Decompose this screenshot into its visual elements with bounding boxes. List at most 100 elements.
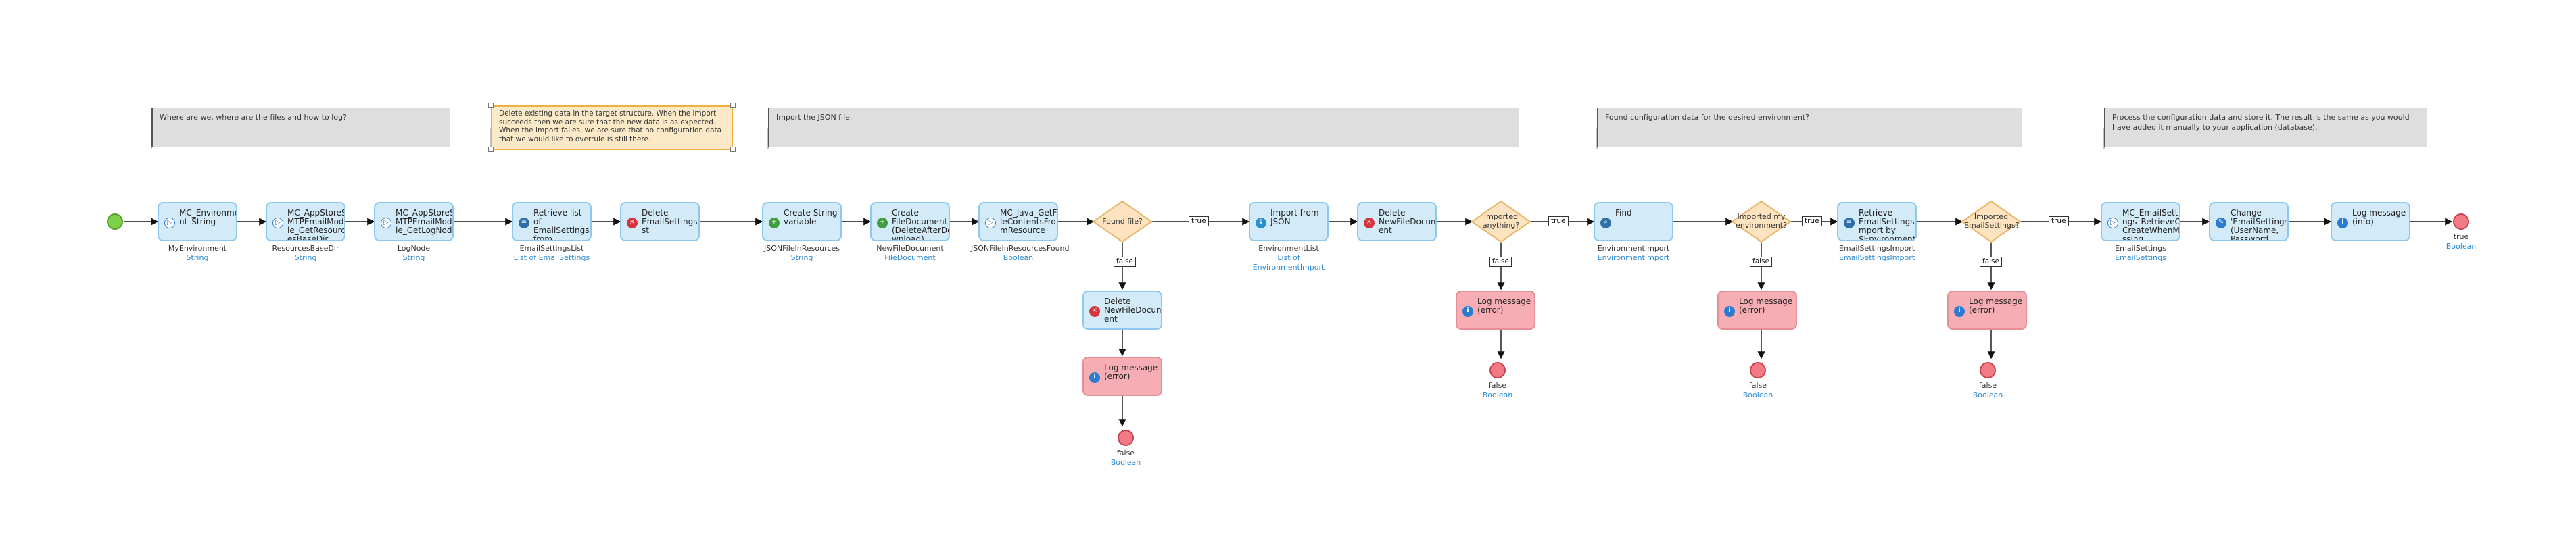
create-object-icon: + bbox=[877, 218, 888, 228]
activity-get-log-node[interactable]: ▷ MC_AppStoreS MTPEmailModu le_GetLogNod… bbox=[374, 202, 454, 241]
resize-handle[interactable] bbox=[730, 147, 736, 152]
variable-type: String bbox=[186, 253, 209, 262]
variable-name: LogNode bbox=[397, 244, 431, 253]
activity-label: Log message (info) bbox=[2352, 208, 2406, 226]
activity-find[interactable]: ⌕ Find bbox=[1594, 202, 1673, 241]
flow-label-true[interactable]: true bbox=[1802, 216, 1822, 226]
activity-log-message-error[interactable]: i Log message (error) bbox=[1082, 357, 1162, 396]
change-object-icon: ✎ bbox=[2216, 218, 2226, 228]
decision-label: Imported EmailSettings? bbox=[1964, 212, 2020, 230]
variable-name: EmailSettings bbox=[2115, 244, 2166, 253]
end-event-label: false Boolean bbox=[1078, 449, 1173, 468]
start-event[interactable] bbox=[107, 213, 123, 230]
end-event-label: false Boolean bbox=[1450, 381, 1545, 400]
activity-get-file-contents[interactable]: ▷ MC_Java_GetFi leContentsFro mResource bbox=[978, 202, 1058, 241]
variable-name: NewFileDocument bbox=[876, 244, 944, 253]
output-variable: EnvironmentImport EnvironmentImport bbox=[1586, 244, 1681, 263]
variable-name: EnvironmentList bbox=[1258, 244, 1319, 253]
end-event-false[interactable] bbox=[1489, 362, 1506, 378]
activity-delete-emailsettings-list[interactable]: × Delete EmailSettingsLi st bbox=[620, 202, 700, 241]
activity-label: Log message (error) bbox=[1969, 297, 2023, 315]
annotation-selected[interactable]: Delete existing data in the target struc… bbox=[491, 105, 733, 150]
delete-icon: × bbox=[1089, 306, 1100, 317]
annotation[interactable]: Found configuration data for the desired… bbox=[1597, 108, 2022, 147]
return-value: false bbox=[1116, 449, 1135, 457]
activity-retrieve-emailsettingsimport[interactable]: ≡ Retrieve EmailSettingsI mport by $Envi… bbox=[1837, 202, 1917, 241]
end-event-false[interactable] bbox=[1980, 362, 1996, 378]
log-icon: i bbox=[1462, 306, 1473, 317]
activity-create-string-variable[interactable]: + Create String variable bbox=[762, 202, 842, 241]
end-event-true[interactable] bbox=[2453, 213, 2469, 230]
variable-type: EmailSettings bbox=[2115, 253, 2166, 262]
activity-log-message-error[interactable]: i Log message (error) bbox=[1717, 291, 1797, 330]
flow-label-false[interactable]: false bbox=[1980, 257, 2002, 267]
activity-label: Delete EmailSettingsLi st bbox=[642, 208, 700, 235]
decision-found-file[interactable] bbox=[1092, 200, 1153, 243]
flow-label-false[interactable]: false bbox=[1750, 257, 1772, 267]
output-variable: MyEnvironment String bbox=[150, 244, 245, 263]
variable-name: EnvironmentImport bbox=[1597, 244, 1670, 253]
microflow-call-icon: ▷ bbox=[381, 218, 391, 228]
log-icon: i bbox=[2337, 218, 2348, 228]
activity-log-message-error[interactable]: i Log message (error) bbox=[1456, 291, 1535, 330]
log-icon: i bbox=[1089, 372, 1100, 383]
annotation[interactable]: Where are we, where are the files and ho… bbox=[151, 108, 450, 147]
activity-get-resources-base-dir[interactable]: ▷ MC_AppStoreS MTPEmailModu le_GetResour… bbox=[266, 202, 345, 241]
variable-type: String bbox=[294, 253, 317, 262]
activity-label: MC_AppStoreS MTPEmailModu le_GetResourc … bbox=[287, 208, 345, 241]
activity-create-filedocument[interactable]: + Create FileDocument (DeleteAfterDo wnl… bbox=[870, 202, 950, 241]
database-retrieve-icon: ≡ bbox=[519, 218, 529, 228]
decision-label: Imported anything? bbox=[1482, 212, 1520, 230]
activity-import-from-json[interactable]: ↓ Import from JSON bbox=[1249, 202, 1329, 241]
activity-mc-environment-string[interactable]: ▷ MC_Environme nt_String bbox=[158, 202, 237, 241]
decision-imported-emailsettings[interactable] bbox=[1961, 200, 2022, 243]
activity-log-message-info[interactable]: i Log message (info) bbox=[2331, 202, 2410, 241]
activity-label: MC_AppStoreS MTPEmailModu le_GetLogNode bbox=[396, 208, 454, 235]
end-event-false[interactable] bbox=[1118, 430, 1134, 446]
end-event-false[interactable] bbox=[1750, 362, 1766, 378]
flow-label-false[interactable]: false bbox=[1114, 257, 1136, 267]
output-variable: LogNode String bbox=[366, 244, 461, 263]
activity-change-emailsettings[interactable]: ✎ Change 'EmailSettings' (UserName, Pass… bbox=[2209, 202, 2289, 241]
activity-label: Log message (error) bbox=[1739, 297, 1793, 315]
flow-label-true[interactable]: true bbox=[1548, 216, 1569, 226]
return-type: Boolean bbox=[1482, 391, 1513, 399]
activity-delete-newfiledocument-branch[interactable]: × Delete NewFileDocum ent bbox=[1082, 291, 1162, 330]
resize-handle[interactable] bbox=[488, 147, 494, 152]
activity-log-message-error[interactable]: i Log message (error) bbox=[1947, 291, 2027, 330]
annotation[interactable]: Process the configuration data and store… bbox=[2104, 108, 2427, 147]
output-variable: EmailSettingsList List of EmailSettings bbox=[504, 244, 599, 263]
flow-label-false[interactable]: false bbox=[1489, 257, 1512, 267]
activity-delete-newfiledocument[interactable]: × Delete NewFileDocum ent bbox=[1357, 202, 1437, 241]
variable-type: List of EmailSettings bbox=[513, 253, 590, 262]
flow-label-true[interactable]: true bbox=[1189, 216, 1209, 226]
decision-imported-my-environment[interactable] bbox=[1731, 200, 1792, 243]
delete-icon: × bbox=[627, 218, 638, 228]
microflow-call-icon: ▷ bbox=[985, 218, 996, 228]
end-event-label: false Boolean bbox=[1940, 381, 2035, 400]
variable-name: EmailSettingsList bbox=[519, 244, 584, 253]
output-variable: NewFileDocument FileDocument bbox=[863, 244, 957, 263]
flow-label-true[interactable]: true bbox=[2049, 216, 2069, 226]
activity-retrieve-or-create-emailsettings[interactable]: ▷ MC_EmailSett ngs_RetrieveOr CreateWhen… bbox=[2101, 202, 2180, 241]
find-icon: ⌕ bbox=[1600, 218, 1611, 228]
decision-label: Imported my environment? bbox=[1736, 212, 1787, 230]
resize-handle[interactable] bbox=[488, 103, 494, 108]
annotation-text: Where are we, where are the files and ho… bbox=[160, 113, 347, 122]
activity-label: Log message (error) bbox=[1477, 297, 1531, 315]
decision-imported-anything[interactable] bbox=[1471, 200, 1531, 243]
activity-retrieve-emailsettings[interactable]: ≡ Retrieve list of EmailSettings from da… bbox=[512, 202, 592, 241]
output-variable: JSONFileInResources String bbox=[755, 244, 849, 263]
variable-type: String bbox=[790, 253, 813, 262]
variable-type: EnvironmentImport bbox=[1597, 253, 1670, 262]
activity-label: Import from JSON bbox=[1270, 208, 1319, 226]
activity-label: Create FileDocument (DeleteAfterDo wnloa… bbox=[892, 208, 950, 241]
resize-handle[interactable] bbox=[730, 103, 736, 108]
activity-label: MC_Environme nt_String bbox=[179, 208, 237, 226]
variable-name: JSONFileInResourcesFound bbox=[971, 244, 1070, 253]
annotation[interactable]: Import the JSON file. bbox=[768, 108, 1519, 147]
activity-label: Create String variable bbox=[784, 208, 838, 226]
activity-label: MC_Java_GetFi leContentsFro mResource bbox=[1000, 208, 1058, 235]
end-event-label: true Boolean bbox=[2414, 232, 2508, 251]
microflow-call-icon: ▷ bbox=[164, 218, 175, 228]
